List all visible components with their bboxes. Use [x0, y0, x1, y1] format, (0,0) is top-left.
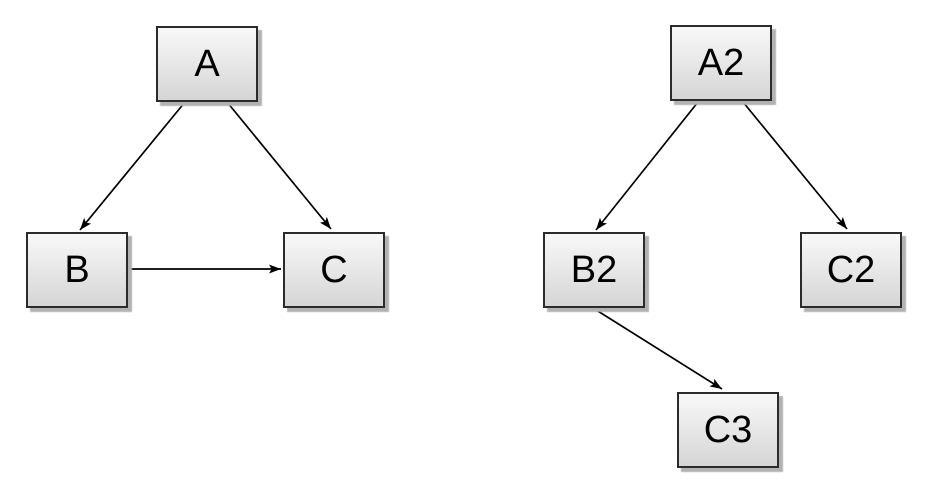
edge-a2-to-c2-arrow — [742, 101, 848, 230]
node-a: A — [156, 26, 258, 102]
node-a2-label: A2 — [697, 42, 745, 84]
node-b2-label: B2 — [570, 249, 618, 291]
node-c3-label: C3 — [703, 409, 753, 451]
node-b2: B2 — [543, 232, 645, 308]
node-c2-label: C2 — [826, 249, 876, 291]
node-c: C — [283, 232, 385, 308]
node-c2: C2 — [800, 232, 902, 308]
node-a-label: A — [194, 43, 220, 85]
edge-a-to-b-arrow — [79, 101, 186, 231]
node-a2: A2 — [670, 25, 772, 101]
node-b-label: B — [64, 249, 90, 291]
node-b: B — [26, 232, 128, 308]
edge-a2-to-b2-arrow — [595, 101, 699, 231]
edge-a-to-c-arrow — [226, 101, 332, 230]
node-c3: C3 — [677, 392, 779, 468]
node-c-label: C — [320, 249, 348, 291]
edge-b2-to-c3-arrow — [592, 307, 723, 390]
